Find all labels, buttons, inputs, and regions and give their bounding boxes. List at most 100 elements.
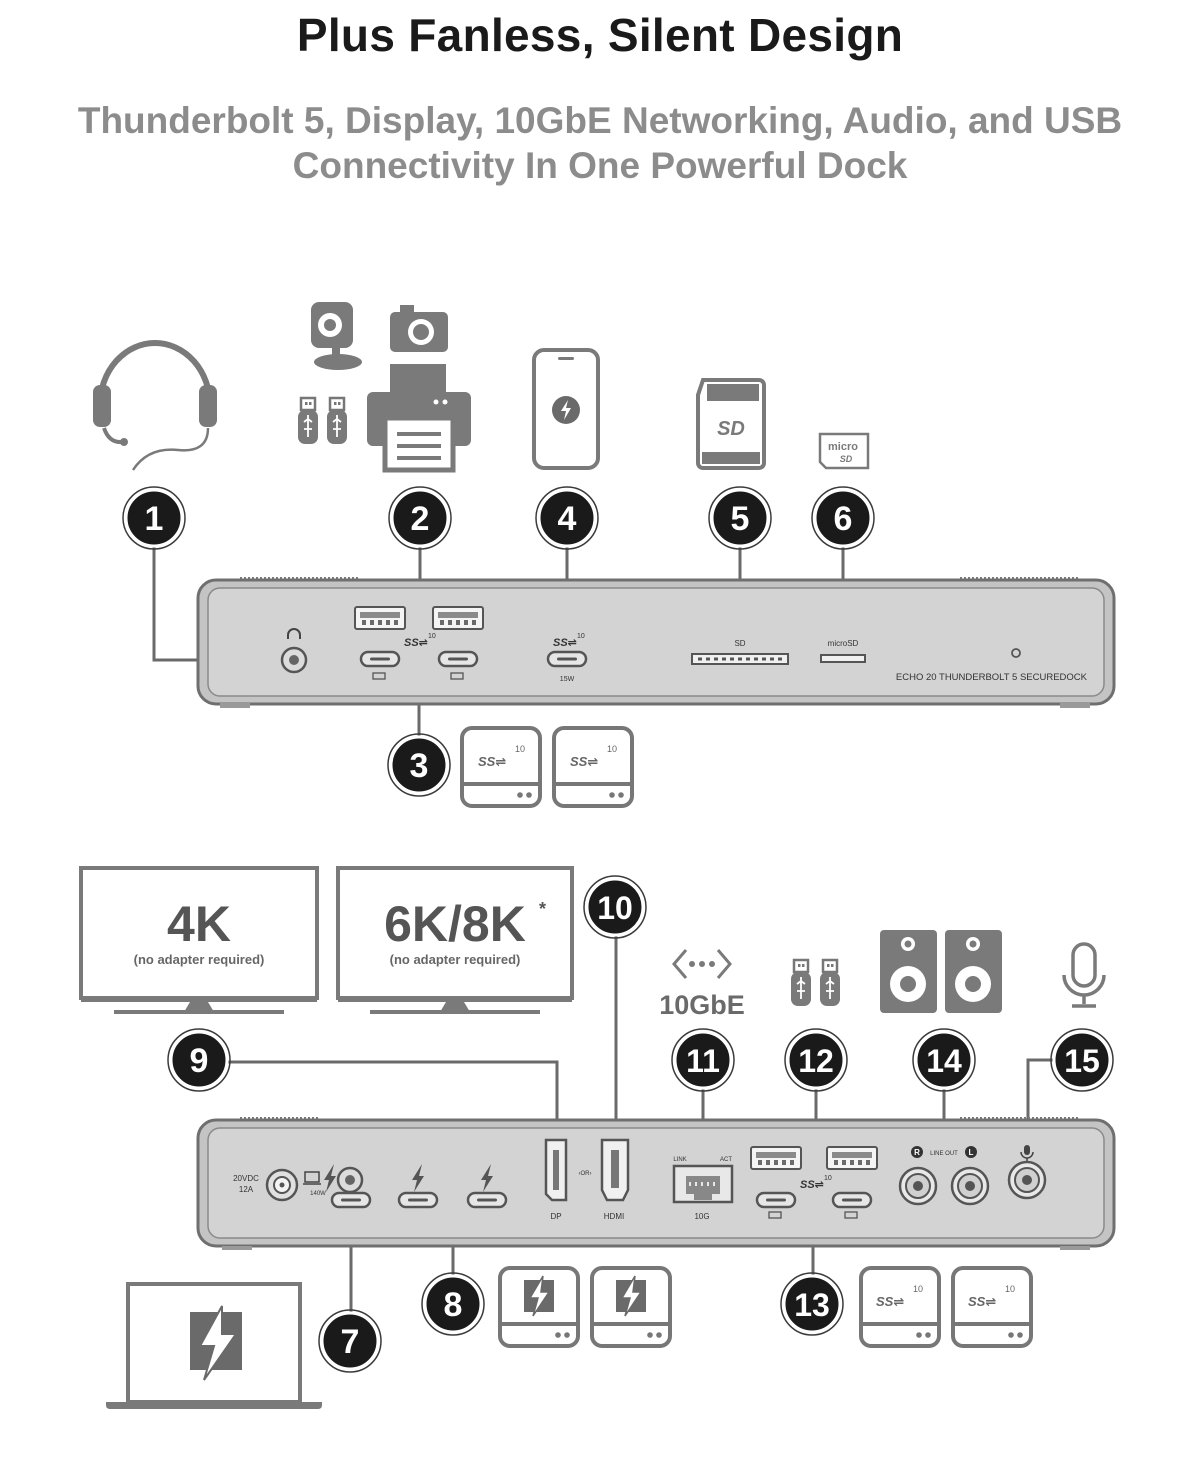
- network-speed-label: 10GbE: [659, 990, 745, 1020]
- svg-text:SS⇌: SS⇌: [570, 754, 598, 769]
- microsd-card-slot: [820, 654, 866, 663]
- external-drive-icon: SS⇌ 10: [460, 726, 542, 808]
- camera-icon: [390, 305, 448, 352]
- callout-number: 15: [1064, 1043, 1100, 1079]
- printer-icon: [367, 364, 471, 473]
- dp-label: DP: [550, 1212, 561, 1221]
- thunderbolt-downstream-port-2: [466, 1191, 508, 1209]
- usb-c-power-label: 15W: [560, 676, 575, 683]
- mic-in-jack: [1007, 1160, 1047, 1200]
- sd-card-icon: SD: [696, 378, 766, 470]
- thunderbolt-drive-icon: [498, 1266, 580, 1348]
- left-channel-label: L: [969, 1148, 974, 1157]
- callout-badge-7: 7: [318, 1309, 382, 1373]
- front-usb-a-port-1: [354, 606, 406, 630]
- front-usb-ss-speed: 10: [428, 633, 436, 640]
- callout-number: 7: [341, 1323, 360, 1361]
- svg-text:SS⇌: SS⇌: [968, 1294, 996, 1309]
- callout-badge-12: 12: [784, 1028, 848, 1092]
- callout-badge-13: 13: [780, 1272, 844, 1336]
- microphone-icon: [1062, 942, 1106, 1008]
- svg-text:SS⇌: SS⇌: [478, 754, 506, 769]
- callout-badge-10: 10: [583, 875, 647, 939]
- callout-badge-15: 15: [1050, 1028, 1114, 1092]
- front-usb-c-port-1: [359, 650, 401, 668]
- thunderbolt-host-port: [330, 1191, 372, 1209]
- mic-port-icon: [1020, 1145, 1034, 1161]
- callout-number: 2: [411, 500, 430, 538]
- page-title: Plus Fanless, Silent Design: [296, 9, 904, 61]
- front-usb-a-port-2: [432, 606, 484, 630]
- external-drive-icon: SS⇌ 10: [859, 1266, 941, 1348]
- thunderbolt-downstream-port-1: [397, 1191, 439, 1209]
- storage-icon: [768, 1211, 782, 1219]
- callout-badge-6: 6: [811, 486, 875, 550]
- callout-badge-2: 2: [388, 486, 452, 550]
- line-out-label: LINE OUT: [930, 1151, 958, 1157]
- storage-icon: [450, 672, 464, 680]
- callout-number: 12: [798, 1043, 834, 1079]
- callout-badge-14: 14: [912, 1028, 976, 1092]
- dc-power-jack: [265, 1168, 299, 1202]
- callout-number: 10: [597, 890, 633, 926]
- external-drive-icon: SS⇌ 10: [951, 1266, 1033, 1348]
- sd-slot-label: SD: [734, 639, 745, 648]
- callout-number: 3: [410, 747, 429, 785]
- monitor-4k-resolution: 4K: [167, 896, 231, 952]
- dock-model-name: ECHO 20 THUNDERBOLT 5 SECUREDOCK: [896, 672, 1088, 683]
- monitor-4k-note: (no adapter required): [134, 952, 265, 967]
- callout-badge-4: 4: [535, 486, 599, 550]
- status-led: [1011, 648, 1021, 658]
- callout-badge-3: 3: [387, 733, 451, 797]
- line-out-left-jack: [950, 1166, 990, 1206]
- rear-usb-ss-speed: 10: [824, 1175, 832, 1182]
- smartphone-charging-icon: [532, 348, 600, 470]
- rear-usb-a-port-2: [826, 1146, 878, 1170]
- svg-text:SS⇌: SS⇌: [876, 1294, 904, 1309]
- rear-dock-panel: 20VDC 12A 140W DP ‹OR› HDMI LINK: [196, 1117, 1116, 1250]
- hdmi-label: HDMI: [604, 1212, 624, 1221]
- lan-label: 10G: [694, 1212, 709, 1221]
- front-dock-panel: SS⇌ 10 SS⇌ 10 15W SD microSD ECHO 20 THU…: [196, 577, 1116, 708]
- displayport-port: [544, 1138, 568, 1202]
- callout-badge-9: 9: [167, 1028, 231, 1092]
- storage-icon: [372, 672, 386, 680]
- speaker-icon: [945, 930, 1002, 1013]
- host-power-label: 140W: [310, 1191, 326, 1197]
- speaker-icon: [880, 930, 937, 1013]
- monitor-6k8k-note: (no adapter required): [390, 952, 521, 967]
- microsd-slot-label: microSD: [828, 639, 859, 648]
- right-channel-badge: [911, 1146, 923, 1158]
- or-label: ‹OR›: [579, 1171, 592, 1177]
- callout-number: 4: [558, 500, 577, 538]
- ethernet-port: [672, 1164, 734, 1204]
- svg-text:SD: SD: [840, 454, 853, 464]
- external-drive-icon: SS⇌ 10: [552, 726, 634, 808]
- act-label: ACT: [720, 1157, 732, 1163]
- thunderbolt-laptop-icon: [106, 1282, 322, 1409]
- front-usb-c-port-2: [437, 650, 479, 668]
- security-slot: [336, 1166, 364, 1194]
- rear-usb-a-port-1: [750, 1146, 802, 1170]
- drive-ss-speed: 10: [1005, 1284, 1015, 1294]
- host-laptop-icon: [303, 1171, 321, 1185]
- rear-usb-c-port-1: [755, 1191, 797, 1209]
- callout-number: 11: [686, 1043, 720, 1079]
- callout-number: 9: [190, 1042, 209, 1080]
- callout-badge-5: 5: [708, 486, 772, 550]
- thunderbolt-drive-icon: [590, 1266, 672, 1348]
- link-label: LINK: [673, 1157, 686, 1163]
- front-usb-c-15w-port: [546, 650, 588, 668]
- power-input-label-2: 12A: [239, 1185, 254, 1194]
- monitor-6k8k-resolution: 6K/8K: [384, 896, 526, 952]
- rear-usb-c-port-2: [831, 1191, 873, 1209]
- callout-number: 1: [145, 500, 164, 538]
- right-channel-label: R: [914, 1148, 920, 1157]
- drive-ss-speed: 10: [913, 1284, 923, 1294]
- front-usbc-ss-logo: SS⇌: [553, 637, 577, 649]
- callout-badge-8: 8: [421, 1272, 485, 1336]
- hdmi-port: [600, 1138, 630, 1202]
- headset-icon: [93, 340, 217, 471]
